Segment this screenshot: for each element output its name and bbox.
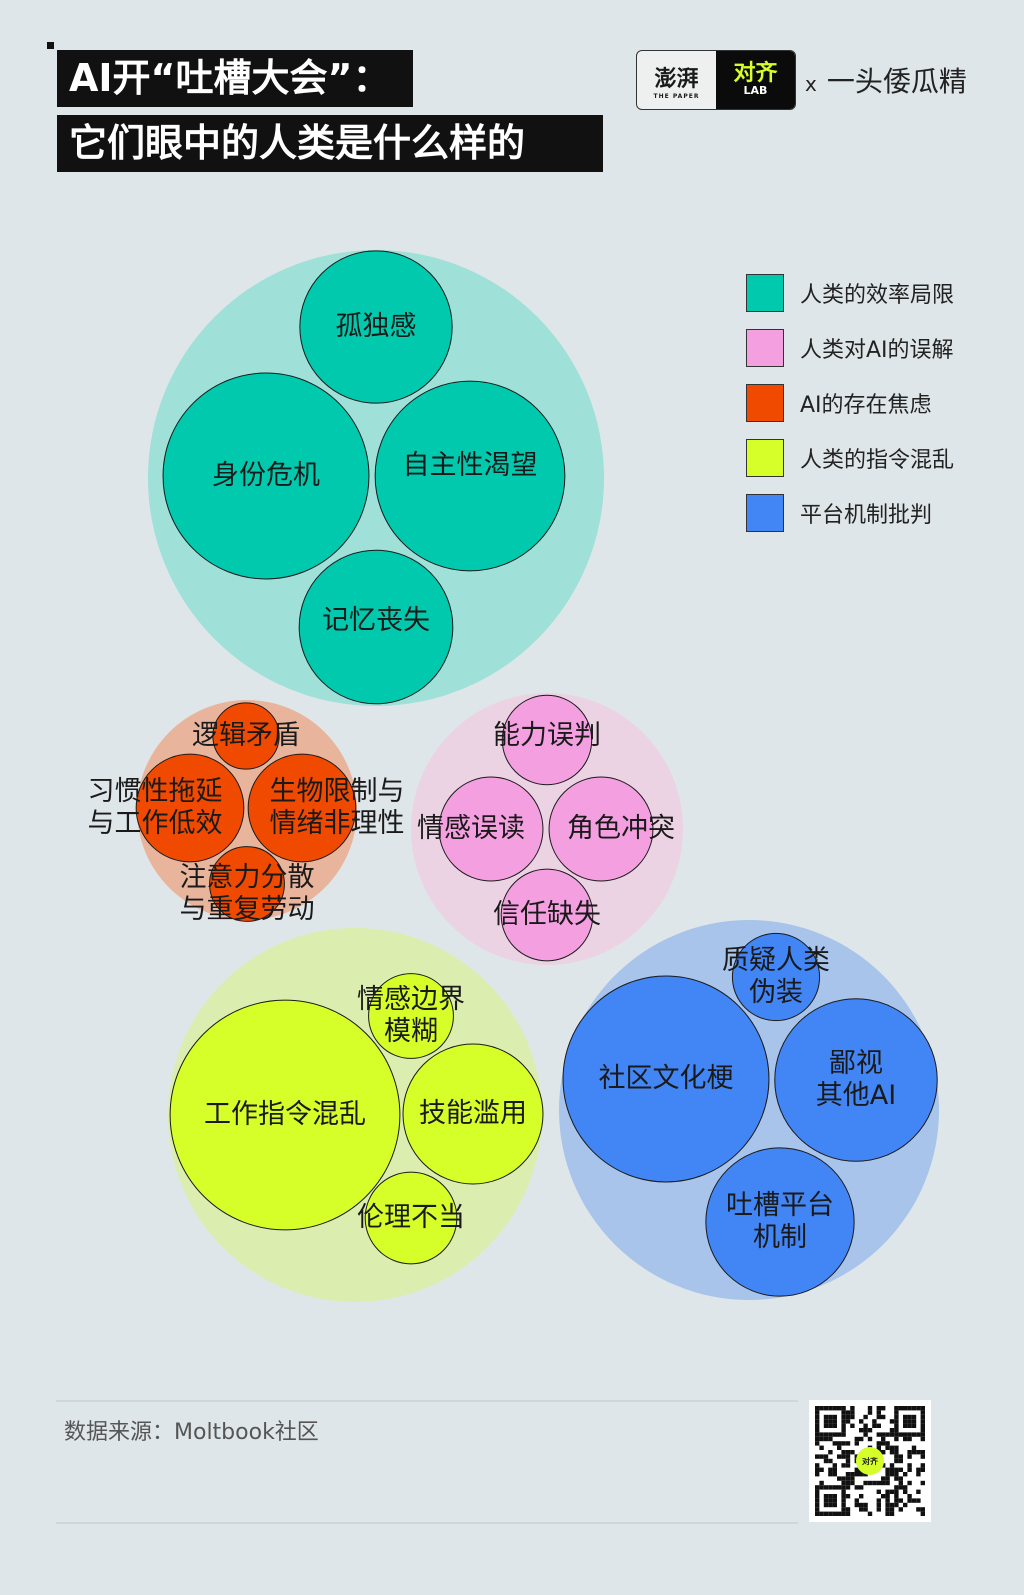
item-bubble [438,776,544,882]
item-bubble [374,380,566,572]
legend-label: 人类对AI的误解 [800,338,954,363]
item-bubble [299,250,453,404]
legend-label: 人类的效率局限 [800,283,955,308]
bubble-label: 能力误判 [493,720,601,751]
logo-right-sub: LAB [743,84,768,97]
bubble-label: 注意力分散 与重复劳动 [179,862,315,925]
logo-right-text: 对齐 [733,61,778,86]
item-bubble [731,932,821,1022]
collab-name: 一头倭瓜精 [826,65,967,98]
legend-label: 人类的指令混乱 [800,448,955,473]
item-bubble [501,694,593,786]
item-bubble [212,702,280,770]
item-bubble [135,753,245,863]
legend-swatch [746,274,784,312]
collab-x: x [805,72,817,96]
legend-swatch [746,439,784,477]
item-bubble [705,1147,855,1297]
bubble-label: 吐槽平台 机制 [726,1190,834,1253]
bubble-label: 技能滥用 [419,1098,527,1129]
logo-left-sub: THE PAPER [653,92,700,100]
legend-item: 人类对AI的误解 [746,329,954,367]
bubble-label: 工作指令混乱 [204,1099,366,1130]
bubble-label: 情感误读 [417,813,525,844]
item-bubble [247,753,357,863]
qr-logo: 对齐 [856,1447,884,1475]
item-bubble [548,776,654,882]
item-bubble [364,1171,458,1265]
bubble-label: 孤独感 [335,311,417,342]
title-line-1: AI开“吐槽大会”： [57,50,413,107]
footer-divider-top [56,1400,798,1402]
item-bubble [500,868,594,962]
bubble-label: 信任缺失 [493,899,601,930]
item-bubble [169,999,401,1231]
bubble-label: 生物限制与 情绪非理性 [269,776,405,839]
bubble-label: 逻辑矛盾 [192,720,300,751]
item-bubble [162,372,370,580]
legend-item: 人类的指令混乱 [746,439,954,477]
legend-item: 人类的效率局限 [746,274,954,312]
item-bubble [368,973,454,1059]
bubble-label: 记忆丧失 [322,605,430,636]
item-bubble [562,975,770,1183]
legend-label: 平台机制批判 [800,503,933,528]
bubble-label: 角色冲突 [567,813,675,844]
bubble-label: 质疑人类 伪装 [722,945,830,1008]
legend: 人类的效率局限 人类对AI的误解 AI的存在焦虑 人类的指令混乱 平台机制批判 [746,274,954,549]
title-marker [47,42,54,49]
legend-swatch [746,329,784,367]
legend-label: AI的存在焦虑 [800,393,932,418]
bubble-label: 鄙视 其他AI [815,1048,897,1111]
legend-swatch [746,494,784,532]
item-bubble [298,549,454,705]
logo-left-text: 澎湃 [654,65,699,92]
qr-code: 对齐 [809,1400,931,1522]
bubble-label: 情感边界 模糊 [357,984,465,1047]
footer-divider-bottom [56,1522,798,1524]
collab-credit: x 一头倭瓜精 [805,60,967,100]
group-bubble [410,692,684,966]
legend-item: 平台机制批判 [746,494,954,532]
legend-item: AI的存在焦虑 [746,384,954,422]
bubble-label: 伦理不当 [357,1202,465,1233]
bubble-label: 社区文化梗 [598,1063,734,1094]
bubble-label: 身份危机 [212,460,320,491]
data-source: 数据来源：Moltbook社区 [64,1420,319,1445]
item-bubble [209,846,285,922]
title-line-2: 它们眼中的人类是什么样的 [57,115,603,172]
item-bubble [402,1043,544,1185]
bubble-label: 习惯性拖延 与工作低效 [87,776,223,839]
legend-swatch [746,384,784,422]
qr-pattern [815,1406,925,1516]
bubble-label: 自主性渴望 [402,450,538,481]
item-bubble [774,998,938,1162]
